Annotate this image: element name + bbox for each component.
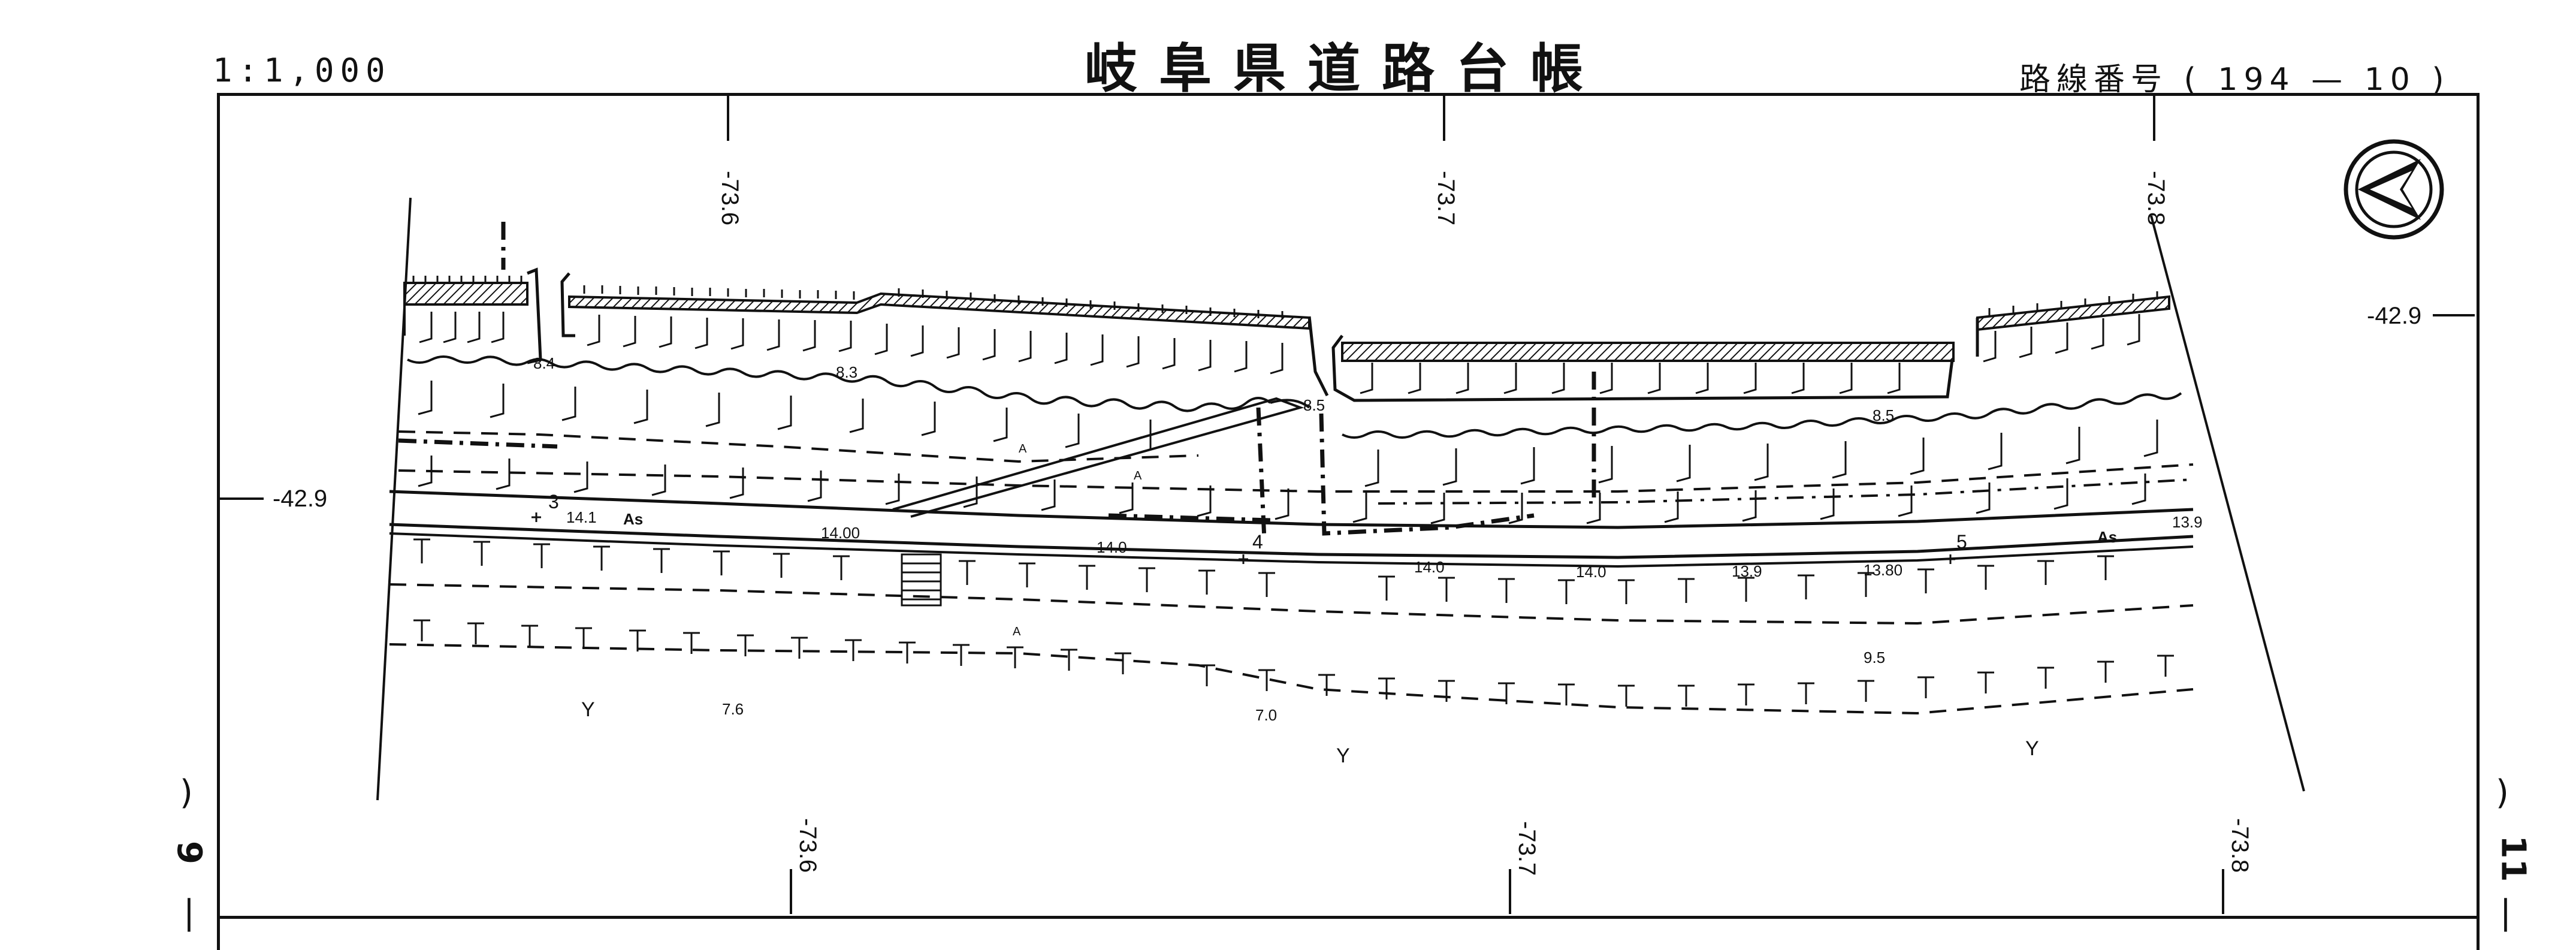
grid-ticks-top bbox=[727, 96, 2155, 141]
route-close: ) bbox=[2432, 62, 2450, 98]
surface-label-asphalt: As bbox=[2097, 528, 2117, 546]
grid-label-top-2: -73.7 bbox=[1433, 171, 1459, 225]
sheet-boundary-right bbox=[2150, 215, 2305, 792]
route-prefix: 路線番号 bbox=[2019, 62, 2169, 98]
surface-label-asphalt: As bbox=[623, 510, 643, 528]
map-frame-right bbox=[2477, 93, 2480, 950]
route-open: ( bbox=[2184, 62, 2202, 98]
station-cross-marks bbox=[531, 512, 1955, 564]
map-frame-bottom bbox=[217, 916, 2480, 919]
elevation-label: 13.9 bbox=[1732, 562, 1762, 580]
grid-ticks-bottom bbox=[790, 869, 2224, 914]
wavy-edge-upper-left bbox=[407, 355, 1272, 412]
left-sheet-paren: ) bbox=[180, 773, 193, 812]
route-number: 194 bbox=[2218, 62, 2296, 98]
slope-hachures-middle bbox=[418, 381, 2158, 524]
elevation-label: 7.6 bbox=[722, 700, 744, 718]
route-sheet: 10 bbox=[2364, 62, 2416, 98]
elevation-label: 13.80 bbox=[1864, 561, 1902, 579]
diagonal-road bbox=[892, 397, 1304, 518]
vegetation-symbol: Y bbox=[581, 698, 595, 721]
elevation-label: 14.0 bbox=[1097, 538, 1127, 556]
property-boundary bbox=[398, 222, 1596, 540]
grid-label-bottom-3: -73.8 bbox=[2227, 818, 2253, 873]
elevation-label: 14.0 bbox=[1414, 558, 1445, 576]
page-title: 岐阜県道路台帳 bbox=[1085, 37, 1605, 99]
grid-label-bottom-1: -73.6 bbox=[795, 818, 821, 873]
retaining-wall-top bbox=[403, 267, 2170, 402]
station-number: 4 bbox=[1252, 531, 1263, 553]
grid-label-bottom-2: -73.7 bbox=[1514, 821, 1540, 876]
main-road-edge-mid bbox=[389, 523, 2194, 559]
staircase bbox=[901, 553, 942, 607]
road-bend bbox=[1270, 399, 1310, 409]
slope-hachures-lower bbox=[413, 538, 2174, 707]
right-sheet-paren: ) bbox=[2496, 773, 2509, 812]
north-arrow-icon bbox=[2344, 139, 2444, 240]
map-frame-left bbox=[217, 93, 220, 950]
elevation-label: 14.1 bbox=[566, 508, 597, 526]
elevation-label: 13.9 bbox=[2172, 513, 2203, 531]
elevation-label: 7.0 bbox=[1255, 706, 1277, 724]
elevation-label: 8.5 bbox=[1873, 406, 1894, 424]
slope-hachures-upper bbox=[419, 312, 2140, 394]
grid-label-right: -42.9 bbox=[2367, 303, 2421, 329]
dashdot-boundary bbox=[1378, 478, 2194, 505]
station-number: 3 bbox=[548, 491, 559, 512]
left-sheet-bar: | bbox=[183, 893, 195, 932]
elevation-label: 8.3 bbox=[836, 363, 857, 381]
slope-mark: A bbox=[1134, 469, 1142, 482]
main-road-edge-dashed bbox=[389, 583, 2194, 625]
grid-label-top-1: -73.6 bbox=[717, 171, 743, 225]
vegetation-symbol: Y bbox=[1336, 744, 1350, 767]
main-road-edge-top bbox=[389, 490, 2194, 529]
route-dash: — bbox=[2311, 62, 2349, 98]
elevation-label: 9.5 bbox=[1864, 649, 1885, 666]
grid-label-top-3: -73.8 bbox=[2143, 171, 2169, 225]
wavy-edge-upper-right bbox=[1342, 392, 2182, 439]
elevation-label: 8.4 bbox=[533, 354, 555, 372]
wall-ticks bbox=[412, 276, 2158, 319]
vegetation-symbol: Y bbox=[2025, 737, 2039, 760]
slope-mark: A bbox=[1013, 625, 1021, 638]
elevation-label: 14.00 bbox=[821, 524, 860, 542]
dashed-boundary-a bbox=[398, 430, 1199, 463]
lower-boundary-dashed bbox=[389, 643, 2194, 715]
slope-mark: A bbox=[1019, 442, 1027, 456]
dashed-boundary-b bbox=[398, 463, 2194, 493]
route-number-label: 路線番号 ( 194 — 10 ) bbox=[2019, 54, 2450, 99]
right-sheet-bar: | bbox=[2500, 893, 2511, 932]
map-scale: 1:1,000 bbox=[213, 52, 391, 89]
map-frame-top bbox=[217, 93, 2480, 96]
elevation-label: 8.5 bbox=[1303, 396, 1325, 414]
main-road-edge-inner bbox=[389, 532, 2194, 568]
grid-label-left: -42.9 bbox=[273, 485, 327, 512]
elevation-label: 14.0 bbox=[1576, 563, 1606, 581]
station-number: 5 bbox=[1956, 531, 1967, 553]
